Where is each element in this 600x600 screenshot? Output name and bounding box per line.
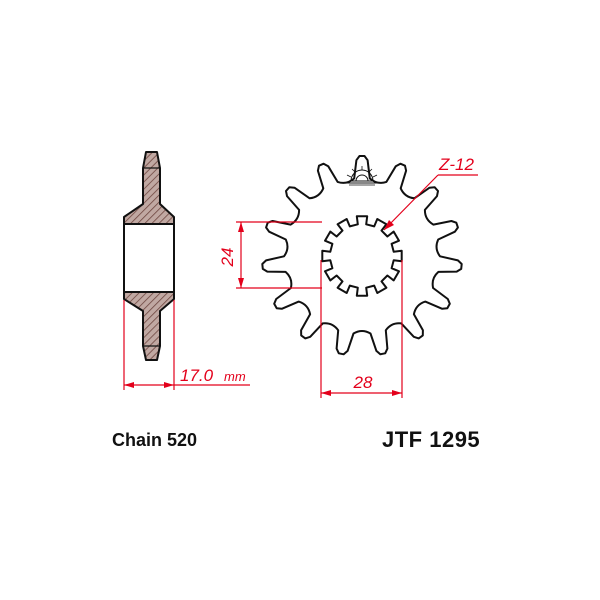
thickness-dimension: 17.0 mm [123, 300, 250, 390]
part-number-label: JTF 1295 [382, 427, 481, 452]
rising-sun-logo-icon [346, 166, 378, 186]
hub-height-value: 24 [218, 248, 237, 268]
thickness-unit: mm [224, 369, 246, 384]
sprocket-side-view [123, 151, 175, 361]
hub-height-dimension: 24 [218, 221, 322, 289]
spline-bore [321, 215, 403, 297]
thickness-value: 17.0 [180, 366, 214, 385]
chain-size-label: Chain 520 [112, 430, 198, 450]
bore-width-dimension: 28 [320, 260, 403, 398]
spline-count-label: Z-12 [438, 155, 475, 174]
spline-count-callout: Z-12 [383, 155, 478, 231]
side-hub-bore [123, 223, 175, 293]
bore-width-value: 28 [353, 373, 373, 392]
sprocket-front-view [261, 155, 463, 356]
